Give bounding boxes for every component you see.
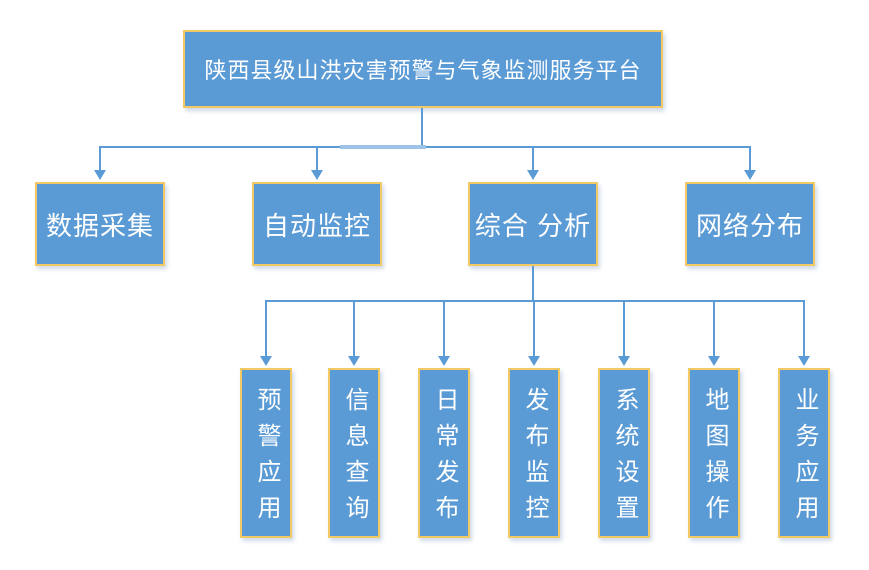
connector-drop [749,146,751,170]
node-map-operation: 地图操作 [688,368,740,538]
arrow-down-icon [744,170,756,180]
arrow-down-icon [438,356,450,366]
node-label: 业务应用 [791,387,818,531]
connector-drop [533,300,535,356]
node-platform-root: 陕西县级山洪灾害预警与气象监测服务平台 [183,30,663,108]
arrow-down-icon [708,356,720,366]
node-label: 预警应用 [253,387,280,531]
node-label: 自动监控 [262,210,371,241]
connector-drop [803,300,805,356]
node-daily-release: 日常发布 [418,368,470,538]
arrow-down-icon [528,356,540,366]
arrow-down-icon [348,356,360,366]
connector-drop [99,146,101,170]
node-label: 陕西县级山洪灾害预警与气象监测服务平台 [204,58,642,83]
node-label: 综合 分析 [474,210,592,241]
node-label: 系统设置 [611,387,638,531]
connector-level3-bus [265,300,805,302]
node-label: 信息查询 [341,387,368,531]
arrow-down-icon [618,356,630,366]
connector-analysis-stem [532,266,534,302]
node-label: 网络分布 [695,210,804,241]
node-data-collection: 数据采集 [35,182,165,266]
node-auto-monitoring: 自动监控 [252,182,382,266]
connector-drop [623,300,625,356]
node-network-distribution: 网络分布 [685,182,815,266]
arrow-down-icon [260,356,272,366]
node-label: 数据采集 [45,210,154,241]
node-label: 日常发布 [431,387,458,531]
connector-drop [316,146,318,170]
node-info-query: 信息查询 [328,368,380,538]
node-comprehensive-analysis: 综合 分析 [468,182,598,266]
node-release-monitoring: 发布监控 [508,368,560,538]
node-business-application: 业务应用 [778,368,830,538]
connector-drop [532,146,534,170]
connector-drop [713,300,715,356]
arrow-down-icon [311,170,323,180]
node-label: 地图操作 [701,387,728,531]
node-warning-application: 预警应用 [240,368,292,538]
arrow-down-icon [798,356,810,366]
connector-drop [443,300,445,356]
connector-highlight-segment [340,145,426,149]
arrow-down-icon [527,170,539,180]
connector-drop [265,300,267,356]
node-label: 发布监控 [521,387,548,531]
connector-root-stem [421,108,423,148]
connector-drop [353,300,355,356]
node-system-settings: 系统设置 [598,368,650,538]
arrow-down-icon [94,170,106,180]
